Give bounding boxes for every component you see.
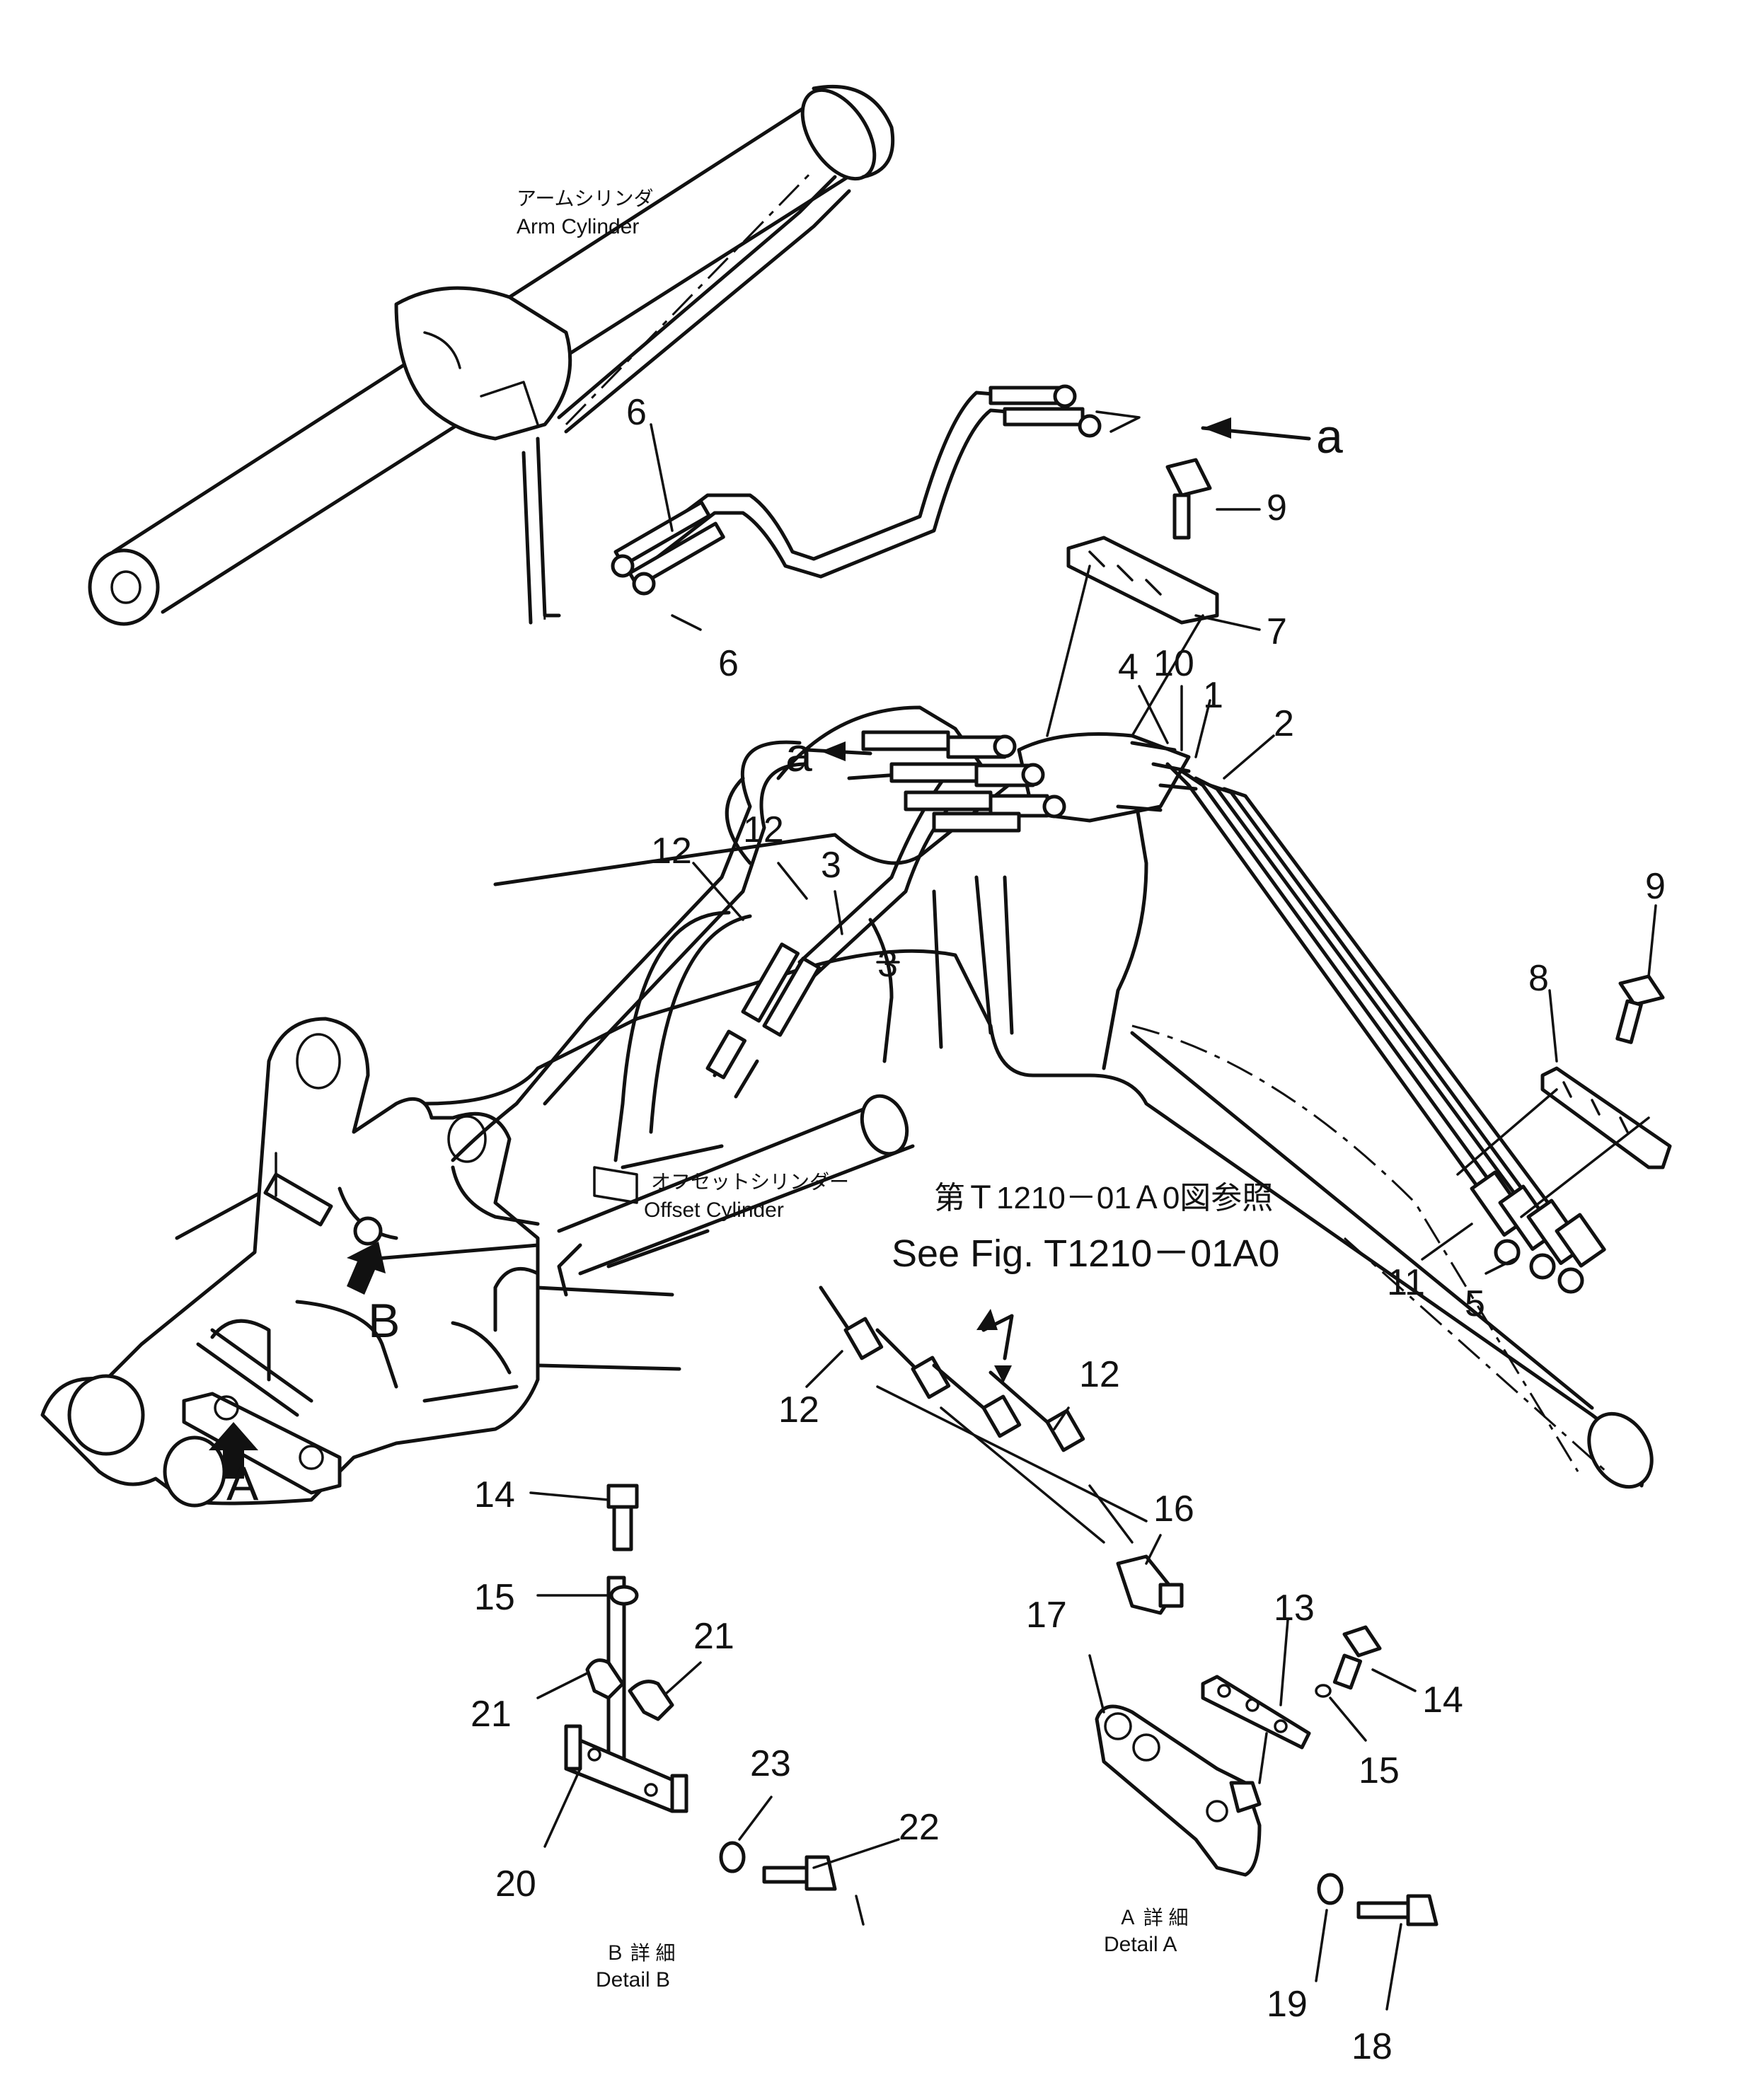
callout-15a: 15 bbox=[474, 1577, 515, 1618]
washer-item-23 bbox=[719, 1841, 746, 1873]
arrow-letter-a-top: a bbox=[1316, 410, 1343, 463]
bolt-item-9-right bbox=[1615, 974, 1665, 1044]
callout-14a: 14 bbox=[474, 1474, 515, 1515]
callout-19: 19 bbox=[1267, 1984, 1308, 2025]
leader-lines bbox=[529, 423, 1657, 2011]
washer-item-15-b bbox=[609, 1585, 639, 1606]
reference-note-jp: 第Ｔ1210－01Ａ0図参照 bbox=[934, 1181, 1273, 1215]
arm-cylinder-label: アームシリンダ Arm Cylinder bbox=[517, 187, 653, 238]
callout-2: 2 bbox=[1274, 703, 1294, 744]
view-arrow-a: A bbox=[209, 1422, 259, 1510]
callout-8: 8 bbox=[1528, 958, 1549, 999]
reference-note: 第Ｔ1210－01Ａ0図参照 See Fig. T1210－01A0 bbox=[892, 1181, 1279, 1275]
detail-a-assembly bbox=[1095, 1675, 1311, 1877]
callout-12a: 12 bbox=[651, 831, 692, 872]
boom-foot-clamps bbox=[182, 1152, 383, 1495]
offset-cylinder-label-en: Offset Cylinder bbox=[644, 1198, 784, 1222]
hose-bundle bbox=[1165, 762, 1607, 1473]
washer-item-15-a bbox=[1315, 1684, 1332, 1698]
callout-14b: 14 bbox=[1422, 1680, 1463, 1721]
callout-12c: 12 bbox=[778, 1389, 819, 1431]
hose-ends-detail bbox=[819, 1285, 1148, 1544]
washer-item-19 bbox=[1317, 1873, 1344, 1905]
callout-21b: 21 bbox=[693, 1616, 734, 1657]
view-arrow-b: B bbox=[347, 1242, 400, 1348]
detail-b-assembly bbox=[564, 1576, 688, 1813]
callout-4: 4 bbox=[1118, 647, 1138, 688]
detail-b-caption-jp: Ｂ 詳 細 bbox=[605, 1942, 676, 1964]
detail-a-caption-en: Detail A bbox=[1104, 1933, 1177, 1956]
callout-23: 23 bbox=[750, 1743, 791, 1784]
callout-21a: 21 bbox=[471, 1694, 512, 1735]
manifold-block bbox=[805, 730, 1198, 833]
fitting-item-16 bbox=[1116, 1554, 1184, 1615]
callout-11: 11 bbox=[1387, 1262, 1425, 1303]
callout-3b: 3 bbox=[877, 944, 898, 985]
callout-18: 18 bbox=[1351, 2026, 1393, 2067]
callout-17: 17 bbox=[1026, 1595, 1067, 1636]
callout-numbers: 1 2 3 3 4 5 6 6 7 8 9 9 10 11 12 12 12 1… bbox=[471, 392, 1666, 2067]
offset-cylinder-label-jp: オフセットシリンダー bbox=[651, 1171, 849, 1193]
arrow-letter-a-mid: a bbox=[785, 728, 812, 782]
arm-cylinder bbox=[88, 84, 895, 626]
callout-6a: 6 bbox=[626, 392, 647, 433]
boom bbox=[175, 705, 1654, 1489]
pipe-item-6 bbox=[521, 384, 1311, 625]
callout-15b: 15 bbox=[1359, 1750, 1400, 1791]
arm-cylinder-label-en: Arm Cylinder bbox=[517, 215, 639, 238]
callout-12b: 12 bbox=[743, 809, 784, 850]
detail-b-caption: Ｂ 詳 細 Detail B bbox=[596, 1942, 676, 1992]
callout-5: 5 bbox=[1465, 1283, 1485, 1324]
clamp-item-8 bbox=[1456, 1066, 1672, 1218]
offset-cylinder-label: オフセットシリンダー Offset Cylinder bbox=[644, 1171, 849, 1222]
arm-cylinder-label-jp: アームシリンダ bbox=[517, 187, 653, 209]
detail-a-caption: Ａ 詳 細 Detail A bbox=[1104, 1907, 1189, 1956]
view-letter-b: B bbox=[368, 1294, 400, 1348]
detail-b-caption-en: Detail B bbox=[596, 1968, 670, 1992]
offset-cylinder bbox=[557, 1094, 915, 1297]
callout-9a: 9 bbox=[1267, 487, 1287, 528]
boom-foot bbox=[40, 1017, 681, 1508]
bolt-item-9-top bbox=[1165, 458, 1212, 540]
bolt-item-14-b bbox=[606, 1484, 639, 1551]
callout-3a: 3 bbox=[821, 845, 841, 886]
bolt-item-22 bbox=[762, 1855, 837, 1891]
callout-10: 10 bbox=[1153, 643, 1194, 684]
clamp-item-7 bbox=[1046, 536, 1219, 737]
bolt-item-14-a bbox=[1332, 1625, 1382, 1690]
callout-22: 22 bbox=[899, 1807, 940, 1848]
callout-13: 13 bbox=[1274, 1588, 1315, 1629]
callout-20: 20 bbox=[495, 1863, 536, 1905]
callout-7: 7 bbox=[1267, 611, 1287, 652]
callout-6b: 6 bbox=[718, 643, 739, 684]
callout-1: 1 bbox=[1203, 675, 1223, 716]
reference-note-en: See Fig. T1210－01A0 bbox=[892, 1232, 1279, 1275]
callout-12d: 12 bbox=[1079, 1354, 1120, 1395]
detail-a-caption-jp: Ａ 詳 細 bbox=[1118, 1907, 1189, 1929]
view-letter-a: A bbox=[226, 1457, 259, 1510]
callout-9b: 9 bbox=[1645, 866, 1666, 907]
bolt-item-18 bbox=[1356, 1894, 1439, 1926]
callout-16: 16 bbox=[1153, 1489, 1194, 1530]
